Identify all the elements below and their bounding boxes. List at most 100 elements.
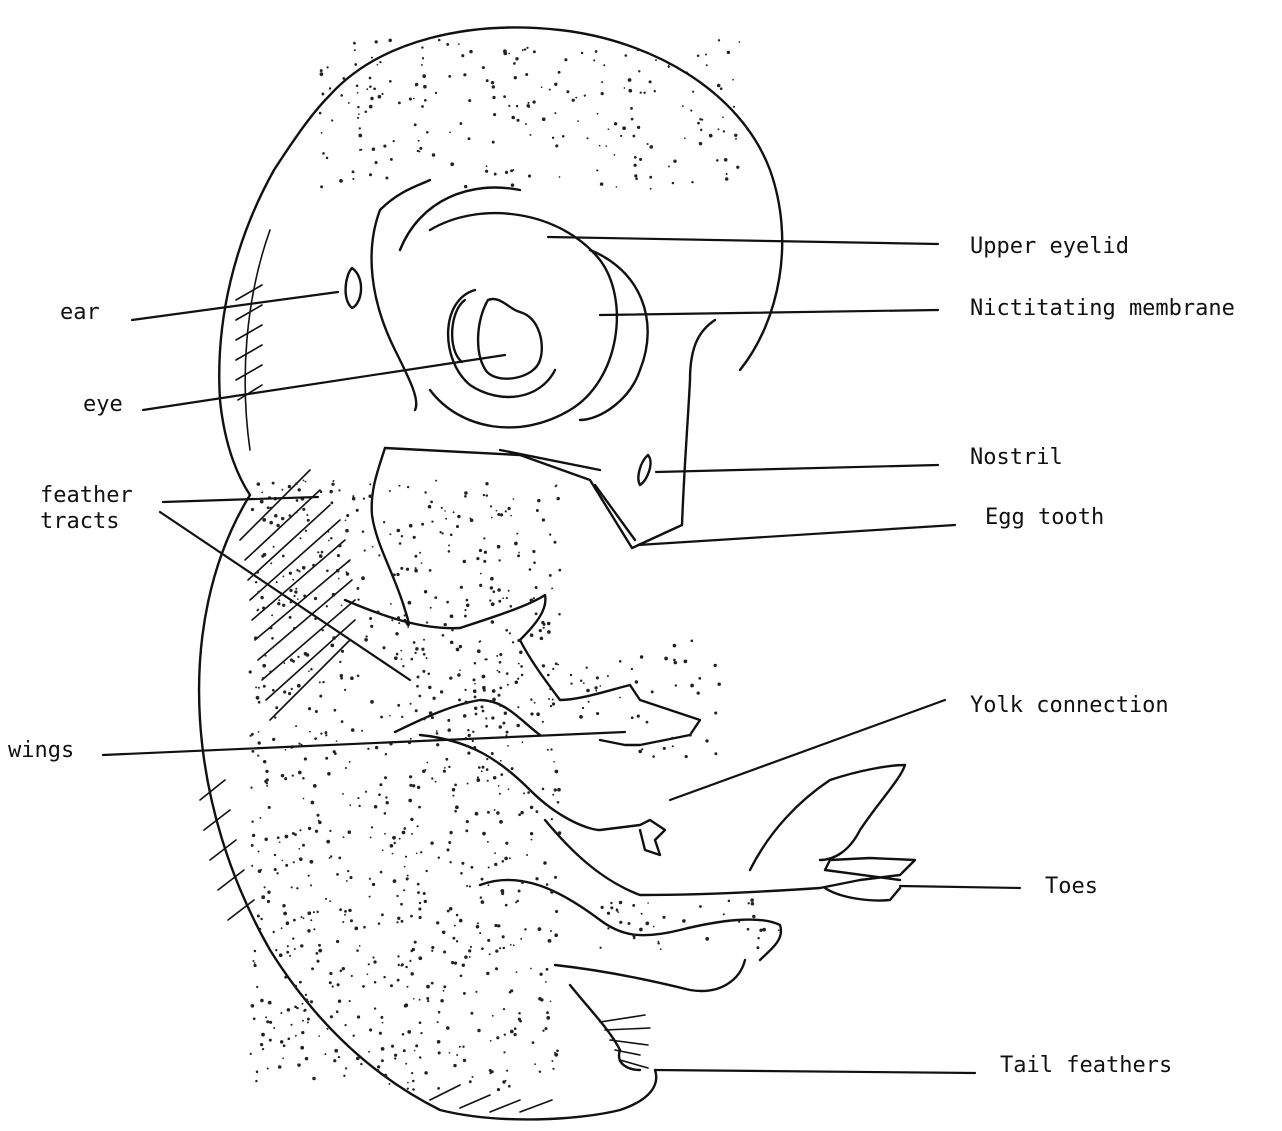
stipple-dot xyxy=(690,110,692,112)
stipple-dot xyxy=(778,929,780,931)
stipple-dot xyxy=(519,1020,522,1023)
stipple-dot xyxy=(505,842,508,845)
stipple-dot xyxy=(419,902,421,904)
stipple-dot xyxy=(439,531,441,533)
stipple-dot xyxy=(385,753,387,755)
stipple-dot xyxy=(733,106,735,108)
stipple-dot xyxy=(260,1043,263,1046)
stipple-dot xyxy=(251,750,254,753)
stipple-dot xyxy=(345,529,349,533)
stipple-dot xyxy=(390,844,394,848)
stipple-dot xyxy=(537,499,540,502)
stipple-dot xyxy=(689,734,692,737)
stipple-dot xyxy=(300,1046,304,1050)
stipple-dot xyxy=(285,864,288,867)
stipple-dot xyxy=(723,913,725,915)
stipple-dot xyxy=(418,907,421,910)
stipple-dot xyxy=(556,1049,559,1052)
stipple-dot xyxy=(312,1077,316,1081)
stipple-dot xyxy=(538,885,540,887)
stipple-dot xyxy=(283,690,286,693)
stipple-dot xyxy=(515,57,518,60)
stipple-dot xyxy=(628,78,632,82)
stipple-dot xyxy=(511,767,514,770)
stipple-dot xyxy=(381,913,384,916)
stipple-dot xyxy=(309,731,311,733)
stipple-dot xyxy=(593,59,595,61)
stipple-dot xyxy=(354,927,358,931)
stipple-dot xyxy=(552,794,554,796)
stipple-dot xyxy=(480,573,482,575)
stipple-dot xyxy=(467,729,469,731)
stipple-dot xyxy=(333,1059,336,1062)
stipple-dot xyxy=(481,770,483,772)
stipple-dot xyxy=(293,861,295,863)
stipple-dot xyxy=(377,611,380,614)
stipple-dot xyxy=(362,985,365,988)
stipple-dot xyxy=(616,909,619,912)
stipple-dot xyxy=(525,123,527,125)
stipple-dot xyxy=(429,711,433,715)
stipple-dot xyxy=(610,902,612,904)
stipple-dot xyxy=(280,1040,284,1044)
stipple-dot xyxy=(415,647,418,650)
stipple-dot xyxy=(572,99,575,102)
stipple-dot xyxy=(747,928,750,931)
stipple-dot xyxy=(311,801,315,805)
stipple-dot xyxy=(625,54,628,57)
stipple-dot xyxy=(619,697,621,699)
stipple-dot xyxy=(254,636,258,640)
stipple-dot xyxy=(401,963,404,966)
stipple-dot xyxy=(382,1022,384,1024)
stipple-dot xyxy=(530,832,533,835)
stipple-dot xyxy=(292,774,294,776)
stipple-dot xyxy=(403,1049,406,1052)
stipple-dot xyxy=(372,546,374,548)
stipple-dot xyxy=(546,1011,549,1014)
stipple-dot xyxy=(441,507,443,509)
stipple-dot xyxy=(371,57,373,59)
stipple-dot xyxy=(506,597,508,599)
stipple-dot xyxy=(448,550,451,553)
stipple-dot xyxy=(510,944,512,946)
stipple-dot xyxy=(287,1037,290,1040)
stipple-dot xyxy=(673,659,676,662)
stipple-dot xyxy=(361,730,363,732)
stipple-dot xyxy=(276,581,278,583)
stipple-dot xyxy=(389,715,391,717)
stipple-dot xyxy=(699,142,703,146)
stipple-dot xyxy=(493,776,497,780)
stipple-dot xyxy=(428,505,432,509)
stipple-dot xyxy=(756,946,759,949)
stipple-dot xyxy=(534,1063,536,1065)
stipple-dot xyxy=(355,71,357,73)
stipple-dot xyxy=(307,519,310,522)
stipple-dot xyxy=(351,975,353,977)
stipple-dot xyxy=(349,761,351,763)
stipple-dot xyxy=(468,949,471,952)
stipple-dot xyxy=(327,772,331,776)
stipple-dot xyxy=(303,798,305,800)
stipple-dot xyxy=(566,90,569,93)
stipple-dot xyxy=(524,48,526,50)
stipple-dot xyxy=(752,915,755,918)
stipple-dot xyxy=(641,748,643,750)
stipple-dot xyxy=(457,673,461,677)
stipple-dot xyxy=(318,949,322,953)
stipple-dot xyxy=(423,718,426,721)
stipple-dot xyxy=(302,844,305,847)
stipple-dot xyxy=(490,577,494,581)
stipple-dot xyxy=(370,97,373,100)
stipple-dot xyxy=(359,945,361,947)
stipple-dot xyxy=(295,725,297,727)
stipple-dot xyxy=(393,50,395,52)
stipple-dot xyxy=(426,131,429,134)
stipple-dot xyxy=(696,79,698,81)
stipple-dot xyxy=(507,745,509,747)
stipple-dot xyxy=(552,668,554,670)
stipple-dot xyxy=(402,1033,405,1036)
stipple-dot xyxy=(550,748,552,750)
stipple-dot xyxy=(325,898,327,900)
stipple-dot xyxy=(487,939,490,942)
